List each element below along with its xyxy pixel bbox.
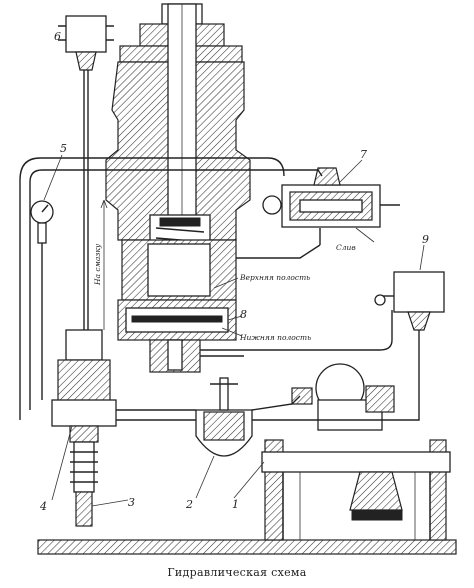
filter-unit [195, 377, 253, 457]
pipelines [19, 157, 420, 421]
part-6-label: 6 [54, 30, 61, 43]
lower-cavity-label: Нижняя полость [239, 333, 311, 342]
leader-lines [43, 154, 425, 507]
drain-label: Слив [336, 243, 356, 252]
distributor-block [51, 329, 117, 527]
figure-caption: Гидравлическая схема [167, 566, 307, 579]
pump-motor [280, 363, 403, 521]
control-valve [262, 167, 400, 245]
part-8-label: 8 [240, 308, 247, 321]
part-2-label: 2 [185, 498, 193, 511]
machine-base [37, 439, 457, 555]
cylinder-assembly [105, 3, 251, 373]
part-3-label: 3 [128, 496, 135, 509]
to-lubrication-label: На смазку [93, 243, 102, 286]
part-5-label: 5 [60, 142, 67, 155]
part-1-label: 1 [232, 498, 239, 511]
part-9-label: 9 [422, 233, 429, 246]
part-7-label: 7 [360, 148, 367, 161]
part-4-label: 4 [39, 500, 47, 513]
electric-block [374, 271, 445, 342]
upper-cavity-label: Верхняя полость [239, 273, 310, 282]
pressure-gauge [30, 200, 54, 400]
